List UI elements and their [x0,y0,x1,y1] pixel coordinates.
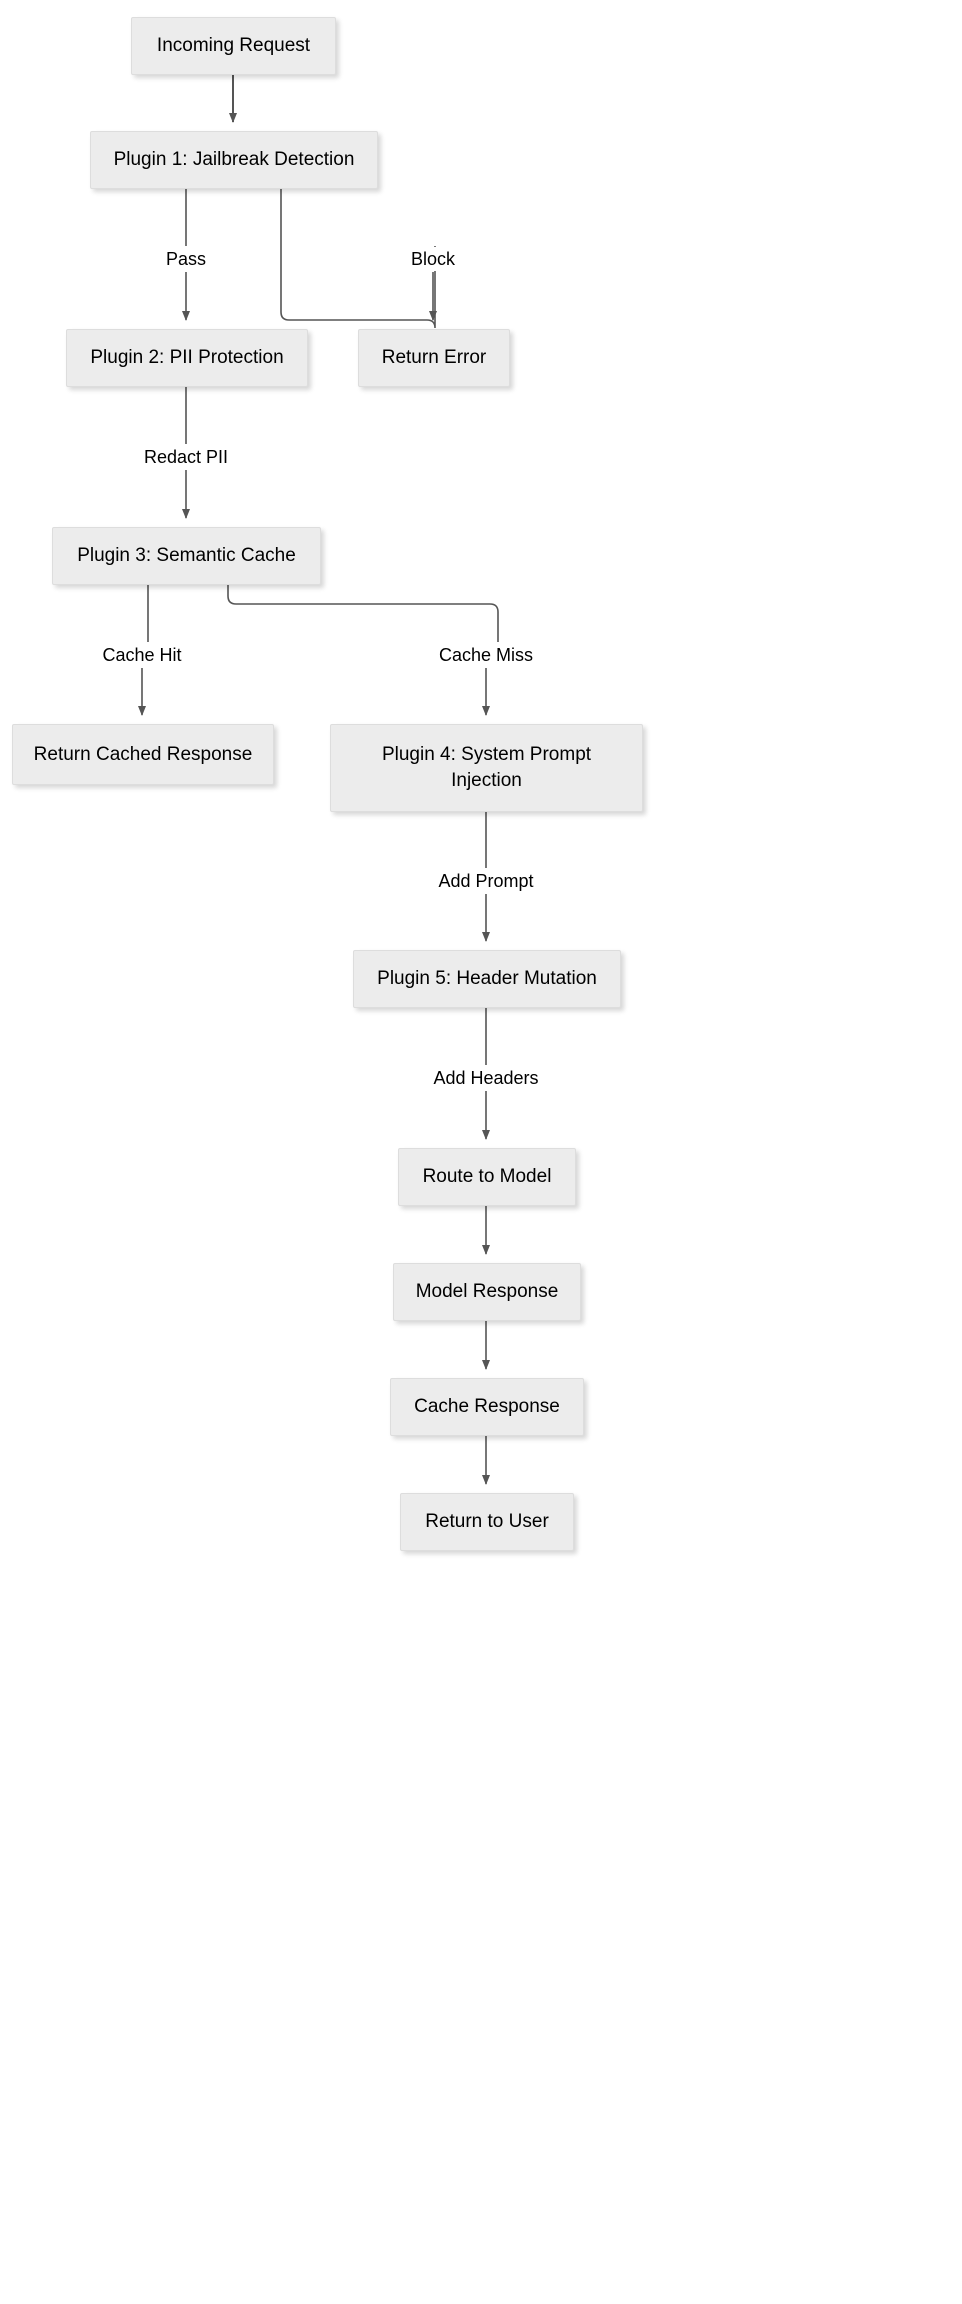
node-label: Route to Model [422,1166,552,1187]
node-plugin1-jailbreak-detection[interactable]: Plugin 1: Jailbreak Detection [90,131,378,189]
edge-plugin1-to-returnerror-block [280,189,436,329]
node-plugin2-pii-protection[interactable]: Plugin 2: PII Protection [66,329,308,387]
edge-label-redact-pii: Redact PII [139,445,233,469]
node-label: Plugin 3: Semantic Cache [77,545,296,566]
node-label: Incoming Request [156,35,311,56]
node-return-to-user[interactable]: Return to User [400,1493,574,1551]
node-label: Model Response [415,1281,559,1302]
node-return-error[interactable]: Return Error [358,329,510,387]
node-plugin4-system-prompt-injection[interactable]: Plugin 4: System Prompt Injection [330,724,643,812]
node-label: Return Error [381,347,487,368]
node-label: Plugin 4: System Prompt Injection [381,744,592,791]
node-incoming-request[interactable]: Incoming Request [131,17,336,75]
node-plugin3-semantic-cache[interactable]: Plugin 3: Semantic Cache [52,527,321,585]
edge-label-add-headers: Add Headers [429,1066,543,1090]
node-label: Plugin 2: PII Protection [90,347,284,368]
node-label: Return to User [425,1511,549,1532]
edge-plugin3-to-returncached-hit [142,585,148,715]
node-label: Plugin 5: Header Mutation [377,968,597,989]
edge-label-add-prompt: Add Prompt [434,869,538,893]
edge-label-block: Block [406,247,460,271]
node-label: Cache Response [414,1396,560,1417]
node-model-response[interactable]: Model Response [393,1263,581,1321]
node-label: Return Cached Response [33,743,253,765]
node-plugin5-header-mutation[interactable]: Plugin 5: Header Mutation [353,950,621,1008]
edge-label-pass: Pass [161,247,211,271]
node-label: Plugin 1: Jailbreak Detection [113,149,355,170]
node-return-cached-response[interactable]: Return Cached Response [12,724,274,785]
node-cache-response[interactable]: Cache Response [390,1378,584,1436]
node-route-to-model[interactable]: Route to Model [398,1148,576,1206]
edge-label-cache-hit: Cache Hit [98,643,186,667]
edge-label-cache-miss: Cache Miss [434,643,538,667]
edge-plugin3-to-plugin4-miss [227,585,499,642]
